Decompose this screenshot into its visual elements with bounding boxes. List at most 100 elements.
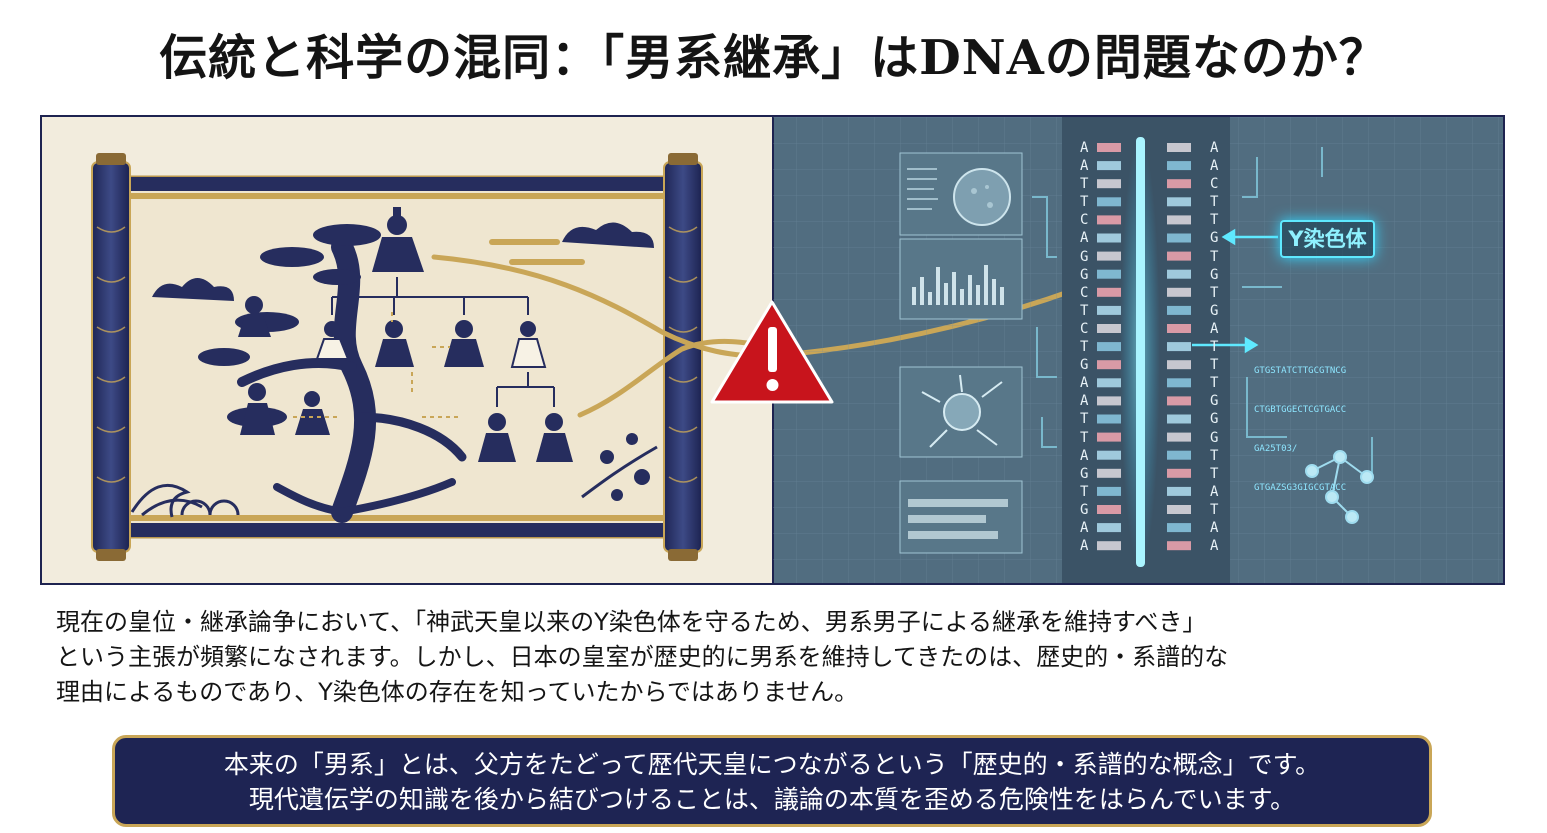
dna-base-letter: T (1210, 248, 1219, 265)
dna-base-letter: A (1210, 519, 1219, 536)
dna-base-letter: C (1080, 320, 1089, 337)
dna-base-pair (1097, 233, 1121, 243)
dna-base-letter: A (1210, 483, 1219, 500)
dna-base-pair (1167, 161, 1191, 171)
sequence-line: CTGBTGGECTCGTGACC (1254, 405, 1347, 415)
dna-base-letter: T (1210, 212, 1219, 229)
dna-base-letter: G (1080, 357, 1089, 374)
dna-base-pair (1167, 505, 1191, 514)
warning-icon (710, 300, 834, 404)
dna-base-letter: A (1080, 538, 1089, 555)
dna-base-pair (1097, 505, 1121, 514)
dna-base-letter: C (1080, 284, 1089, 301)
dna-base-pair (1097, 486, 1121, 496)
dna-base-pair (1097, 305, 1121, 315)
dna-base-pair (1097, 215, 1121, 225)
dna-base-pair (1097, 432, 1121, 442)
dna-base-pair (1167, 269, 1191, 279)
callout-arrows (1192, 228, 1278, 354)
dna-base-pair (1167, 287, 1191, 297)
dna-strand-icon (1097, 137, 1191, 567)
dna-base-letter: A (1210, 158, 1219, 175)
body-line: という主張が頻繁になされます。しかし、日本の皇室が歴史的に男系を維持してきたのは… (56, 643, 1229, 671)
callout-line: 本来の「男系」とは、父方をたどって歴代天皇につながるという「歴史的・系譜的な概念… (223, 750, 1321, 779)
dna-base-pair (1167, 179, 1191, 189)
dna-base-pair (1167, 486, 1191, 496)
body-line: 理由によるものであり、Y染色体の存在を知っていたからではありません。 (56, 678, 859, 706)
dna-base-letter: G (1210, 266, 1219, 283)
dna-base-letter: T (1210, 447, 1219, 464)
sequence-readout: GTGSTATCTTGCGTNCG CTGBTGGECTCGTGACC GA25… (1254, 339, 1346, 521)
sequence-line: GTGAZSG3GIGCGTACC (1254, 483, 1347, 493)
dna-base-letter: A (1210, 320, 1219, 337)
dna-base-pair (1167, 523, 1191, 533)
dna-base-pair (1167, 233, 1191, 243)
dna-base-pair (1097, 450, 1121, 460)
dna-base-pair (1167, 305, 1191, 315)
dna-base-letter: A (1080, 447, 1089, 464)
dna-base-letter: T (1210, 465, 1219, 482)
dna-base-pair (1167, 324, 1191, 333)
dna-base-pair (1097, 197, 1121, 207)
dna-base-letter: T (1210, 284, 1219, 301)
dna-base-letter: C (1210, 176, 1219, 193)
body-line: 現在の皇位・継承論争において、「神武天皇以来のY染色体を守るため、男系男子による… (56, 608, 1207, 636)
dna-base-pair (1097, 143, 1121, 152)
illustration-svg (91, 117, 1503, 583)
dna-base-letter: G (1080, 266, 1089, 283)
dna-base-pair (1167, 197, 1191, 207)
dna-base-pair (1097, 360, 1121, 370)
y-chromosome-label: Y染色体 (1280, 220, 1375, 258)
dna-base-pair (1097, 414, 1121, 424)
dna-base-pair (1097, 269, 1121, 279)
dna-base-letter: G (1080, 248, 1089, 265)
dna-base-letter: T (1080, 176, 1089, 193)
dna-base-letter: T (1210, 375, 1219, 392)
dna-base-letter: T (1210, 501, 1219, 518)
dna-base-pair (1097, 396, 1121, 406)
dna-base-pair (1167, 251, 1191, 261)
dna-base-letter: G (1080, 465, 1089, 482)
summary-callout: 本来の「男系」とは、父方をたどって歴代天皇につながるという「歴史的・系譜的な概念… (112, 735, 1432, 827)
dna-base-letter: T (1080, 411, 1089, 428)
dna-base-letter: A (1080, 393, 1089, 410)
dna-base-letter: T (1210, 194, 1219, 211)
dna-base-letter: G (1080, 501, 1089, 518)
dna-base-letter: C (1080, 212, 1089, 229)
dna-base-pair (1097, 342, 1121, 352)
dna-base-pair (1167, 432, 1191, 442)
dna-base-pair (1097, 523, 1121, 533)
dna-base-pair (1097, 179, 1121, 189)
dna-base-pair (1097, 287, 1121, 297)
dna-base-pair (1167, 378, 1191, 388)
dna-base-letter: T (1210, 357, 1219, 374)
dna-base-letter: G (1210, 230, 1219, 247)
dna-base-letter: T (1080, 302, 1089, 319)
virus-cell-icon (921, 374, 1003, 448)
dna-base-letter: A (1080, 375, 1089, 392)
sequence-line: GTGSTATCTTGCGTNCG (1254, 366, 1347, 376)
page-title: 伝統と科学の混同：「男系継承」はDNAの問題なのか？ (159, 30, 1388, 86)
dna-base-pair (1167, 396, 1191, 406)
dna-base-letter: A (1080, 519, 1089, 536)
dna-base-letter: T (1210, 339, 1219, 356)
dna-base-pair (1167, 215, 1191, 225)
body-paragraph: 現在の皇位・継承論争において、「神武天皇以来のY染色体を守るため、男系男子による… (56, 605, 1496, 710)
dna-base-pair (1097, 324, 1121, 333)
scroll-illustration (91, 153, 703, 561)
dna-base-pair (1167, 143, 1191, 152)
dna-base-pair (1167, 541, 1191, 551)
sequence-line: GA25T03/ (1254, 444, 1298, 454)
dna-base-letter: A (1210, 538, 1219, 555)
dna-base-letter: T (1080, 194, 1089, 211)
dna-base-pair (1167, 414, 1191, 424)
dna-base-letter: G (1210, 393, 1219, 410)
dna-base-letter: G (1210, 429, 1219, 446)
dna-base-letter: A (1210, 140, 1219, 156)
cell-icon (953, 168, 1011, 226)
dna-base-letter: A (1080, 230, 1089, 247)
dna-base-letter: T (1080, 339, 1089, 356)
dna-base-pair (1097, 251, 1121, 261)
